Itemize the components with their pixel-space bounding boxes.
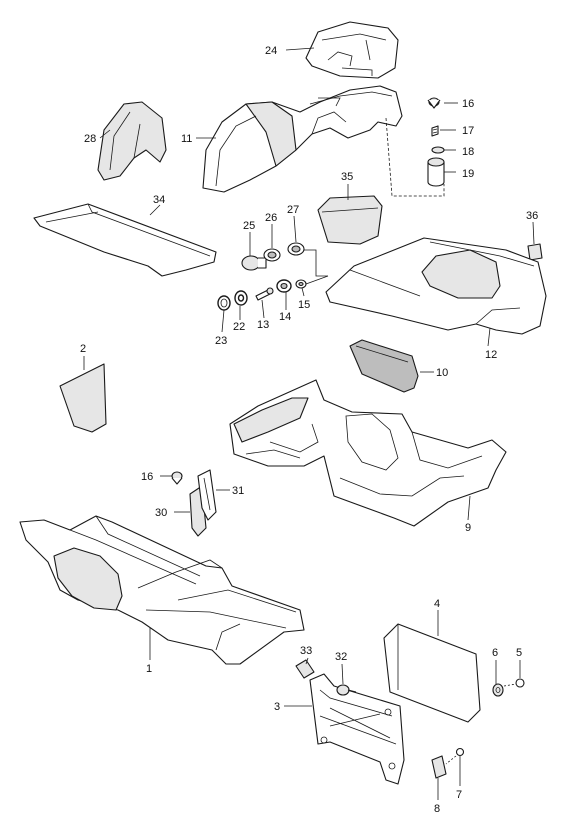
callout-26: 26 — [265, 212, 277, 224]
callout-7: 7 — [456, 789, 462, 801]
callout-10: 10 — [436, 367, 448, 379]
callout-24: 24 — [265, 45, 277, 57]
callout-33: 33 — [300, 645, 312, 657]
part-33-bushing — [295, 659, 315, 679]
part-15-washer — [295, 279, 307, 289]
callout-9: 9 — [465, 522, 471, 534]
callout-16-top: 16 — [462, 98, 474, 110]
part-36-clip — [527, 243, 543, 261]
part-12-luggage-compartment-carpet — [325, 237, 547, 335]
callout-13: 13 — [257, 319, 269, 331]
part-4-panel — [383, 623, 481, 723]
callout-28: 28 — [84, 133, 96, 145]
callout-5: 5 — [516, 647, 522, 659]
part-24-trim-panel — [305, 21, 399, 79]
callout-23: 23 — [215, 335, 227, 347]
callout-36: 36 — [526, 210, 538, 222]
part-8-clip — [431, 755, 447, 779]
callout-8: 8 — [434, 803, 440, 815]
part-11-wheel-housing — [202, 85, 403, 193]
part-19-spacer-sleeve — [427, 157, 445, 187]
part-10-insulation-pad — [349, 339, 419, 393]
callout-11: 11 — [181, 133, 192, 145]
callout-17: 17 — [462, 125, 474, 137]
callout-16-lower: 16 — [141, 471, 153, 483]
leader-lines — [83, 47, 535, 800]
part-16-clip — [427, 97, 441, 109]
part-34-trunk-floor-panel — [33, 203, 217, 277]
callout-18: 18 — [462, 146, 474, 158]
callout-32: 32 — [335, 651, 347, 663]
callout-22: 22 — [233, 321, 245, 333]
part-22-nut-highlighted — [234, 290, 248, 306]
callout-31: 31 — [232, 485, 244, 497]
part-16-clip-lower — [171, 471, 183, 485]
part-13-screw — [255, 287, 274, 301]
part-25-plug — [241, 255, 267, 271]
callout-14: 14 — [279, 311, 291, 323]
part-17-screw — [431, 125, 439, 137]
part-9-interior-floor-carpet — [229, 379, 507, 527]
part-32-pin — [336, 684, 357, 696]
part-18-washer — [431, 146, 445, 154]
part-28-wheel-arch-cover — [97, 101, 167, 181]
callout-15: 15 — [298, 299, 310, 311]
part-35-trim-pad — [317, 195, 383, 245]
callout-19: 19 — [462, 168, 474, 180]
callout-labels: 24 16 17 18 19 28 11 34 35 36 25 26 27 1… — [80, 45, 538, 815]
part-26-grommet — [263, 248, 281, 262]
callout-1: 1 — [146, 663, 152, 675]
callout-35: 35 — [341, 171, 353, 183]
callout-4: 4 — [434, 598, 440, 610]
callout-6: 6 — [492, 647, 498, 659]
callout-27: 27 — [287, 204, 299, 216]
part-3-bracket-assembly — [309, 673, 405, 785]
part-23-ring-highlighted — [217, 295, 231, 311]
part-14-grommet-highlighted — [276, 279, 292, 293]
part-31-pillar-trim — [197, 469, 217, 521]
part-2-side-trim — [59, 363, 107, 433]
part-6-nut — [492, 683, 504, 697]
part-5-screw — [503, 678, 525, 688]
callout-25: 25 — [243, 220, 255, 232]
part-27-grommet — [287, 242, 305, 256]
part-1-main-floor-carpet — [19, 515, 305, 665]
callout-3: 3 — [274, 701, 280, 713]
callout-30: 30 — [155, 507, 167, 519]
callout-34: 34 — [153, 194, 165, 206]
callout-2: 2 — [80, 343, 86, 355]
part-7-screw — [445, 747, 465, 765]
callout-12: 12 — [485, 349, 497, 361]
